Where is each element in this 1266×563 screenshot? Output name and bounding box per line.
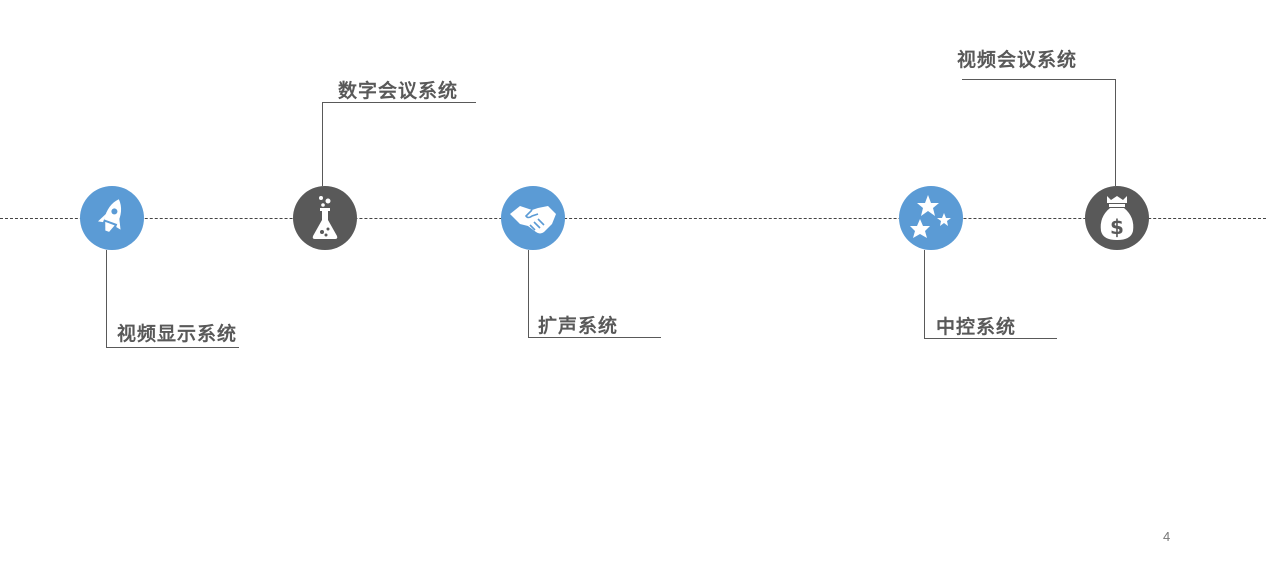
connector-horizontal — [528, 337, 661, 338]
timeline-dashed-line — [0, 218, 1266, 219]
money-bag-icon: $ — [1100, 196, 1134, 240]
handshake-icon — [510, 206, 556, 234]
connector-vertical — [322, 102, 323, 186]
timeline-node-video-display — [80, 186, 144, 250]
connector-vertical — [528, 250, 529, 337]
timeline-node-digital-conference — [293, 186, 357, 250]
label-digital-conference: 数字会议系统 — [338, 80, 459, 102]
rocket-icon — [97, 199, 122, 232]
connector-horizontal — [106, 347, 239, 348]
timeline-node-video-conference: $ — [1085, 186, 1149, 250]
connector-horizontal — [962, 79, 1116, 80]
label-video-conference: 视频会议系统 — [957, 49, 1078, 71]
flask-icon — [312, 196, 338, 239]
label-central-control: 中控系统 — [936, 316, 1017, 338]
connector-vertical — [106, 250, 107, 347]
timeline-node-sound-reinforcement — [501, 186, 565, 250]
label-video-display: 视频显示系统 — [117, 323, 238, 345]
connector-horizontal — [924, 338, 1057, 339]
label-sound-reinforcement: 扩声系统 — [538, 315, 619, 337]
svg-text:$: $ — [1110, 215, 1124, 239]
connector-vertical — [924, 250, 925, 338]
connector-vertical — [1115, 79, 1116, 186]
connector-horizontal — [322, 102, 476, 103]
timeline-node-central-control — [899, 186, 963, 250]
stars-icon — [910, 195, 951, 238]
page-number: 4 — [1163, 529, 1171, 544]
